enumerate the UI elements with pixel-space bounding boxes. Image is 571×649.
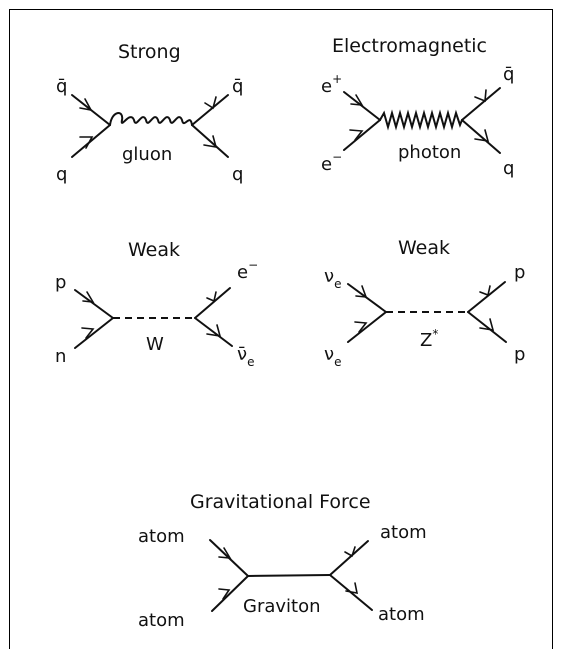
- weak-w-arrow-in-top: [82, 291, 95, 303]
- weak-w-arrow-out-top: [206, 291, 217, 303]
- strong-title: Strong: [118, 41, 181, 63]
- weak-z-diagram: Weak νe νe p p Z*: [324, 237, 525, 369]
- em-out-bottom-label: q: [503, 158, 514, 179]
- weak-z-arrow-in-top: [355, 285, 368, 298]
- weak-z-arrow-out-top: [479, 285, 491, 297]
- em-diagram: Electromagnetic e+ e− q̄ q photon: [321, 35, 514, 179]
- weak-z-out-bottom-label: p: [514, 344, 525, 365]
- strong-arrow-in-bottom: [79, 136, 94, 149]
- strong-in-bottom-line: [71, 124, 111, 158]
- weak-w-title: Weak: [128, 239, 180, 261]
- em-out-bottom-line: [461, 119, 501, 154]
- weak-w-out-top-line: [194, 287, 231, 319]
- strong-in-bottom-label: q: [56, 164, 67, 185]
- strong-out-top-line: [191, 94, 229, 126]
- photon-label: photon: [398, 142, 461, 163]
- strong-arrow-out-top: [204, 96, 217, 110]
- gravity-arrow-in-top: [218, 547, 232, 559]
- gravity-arrow-out-top: [344, 546, 356, 558]
- weak-z-out-top-line: [467, 281, 506, 313]
- weak-z-arrow-out-bottom: [479, 318, 495, 331]
- em-in-top-label: e+: [321, 72, 342, 97]
- weak-z-title: Weak: [398, 237, 450, 259]
- gravity-in-bottom-label: atom: [138, 610, 185, 631]
- em-title: Electromagnetic: [332, 35, 487, 57]
- weak-w-in-top-line: [74, 289, 114, 319]
- strong-out-bottom-label: q: [232, 164, 243, 185]
- gravity-in-top-label: atom: [138, 526, 185, 547]
- gravity-out-top-line: [329, 540, 369, 576]
- strong-in-top-label: q̄: [56, 76, 67, 97]
- gravity-in-bottom-line: [211, 575, 249, 612]
- weak-w-diagram: Weak p n e− ν̄e W: [55, 239, 258, 369]
- gravity-out-bottom-label: atom: [378, 604, 425, 625]
- gravity-arrow-out-bottom: [345, 582, 359, 594]
- weak-z-in-top-label: νe: [324, 266, 341, 291]
- z-boson-label: Z*: [420, 327, 438, 351]
- gravity-diagram: Gravitational Force atom atom atom atom …: [138, 491, 427, 631]
- graviton-label: Graviton: [243, 596, 321, 617]
- strong-out-top-label: q̄: [232, 76, 243, 97]
- weak-w-in-bottom-label: n: [55, 346, 66, 367]
- photon-line: [379, 109, 463, 131]
- strong-diagram: Strong q̄ q q̄ q gluon: [56, 41, 243, 185]
- w-boson-label: W: [146, 334, 164, 355]
- weak-z-arrow-in-bottom: [354, 321, 368, 333]
- gravity-arrow-in-bottom: [218, 588, 231, 600]
- gluon-line: [109, 112, 193, 126]
- em-out-top-line: [461, 87, 501, 121]
- em-arrow-in-top: [350, 94, 364, 106]
- em-arrow-out-bottom: [474, 129, 490, 142]
- graviton-line: [247, 574, 331, 577]
- em-arrow-in-bottom: [349, 129, 364, 141]
- gluon-label: gluon: [122, 144, 172, 165]
- gravity-title: Gravitational Force: [190, 491, 371, 513]
- gravity-out-top-label: atom: [380, 522, 427, 543]
- weak-w-out-bottom-label: ν̄e: [237, 344, 254, 369]
- em-in-bottom-line: [343, 119, 381, 151]
- em-in-bottom-label: e−: [321, 150, 342, 175]
- strong-arrow-out-bottom: [203, 135, 218, 148]
- weak-w-out-bottom-line: [194, 317, 233, 347]
- weak-z-in-bottom-label: νe: [324, 344, 341, 369]
- weak-w-arrow-out-bottom: [206, 324, 222, 337]
- em-in-top-line: [343, 91, 381, 121]
- weak-z-out-top-label: p: [514, 262, 525, 283]
- strong-arrow-in-top: [79, 98, 93, 112]
- weak-z-out-bottom-line: [467, 311, 507, 343]
- weak-z-in-top-line: [347, 283, 387, 313]
- weak-w-out-top-label: e−: [237, 258, 258, 283]
- weak-w-in-bottom-line: [74, 317, 114, 349]
- em-arrow-out-top: [474, 89, 487, 103]
- em-out-top-label: q̄: [503, 64, 514, 85]
- weak-w-in-top-label: p: [55, 272, 66, 293]
- weak-w-arrow-in-bottom: [81, 327, 95, 339]
- strong-out-bottom-line: [191, 124, 229, 158]
- weak-z-in-bottom-line: [347, 311, 387, 343]
